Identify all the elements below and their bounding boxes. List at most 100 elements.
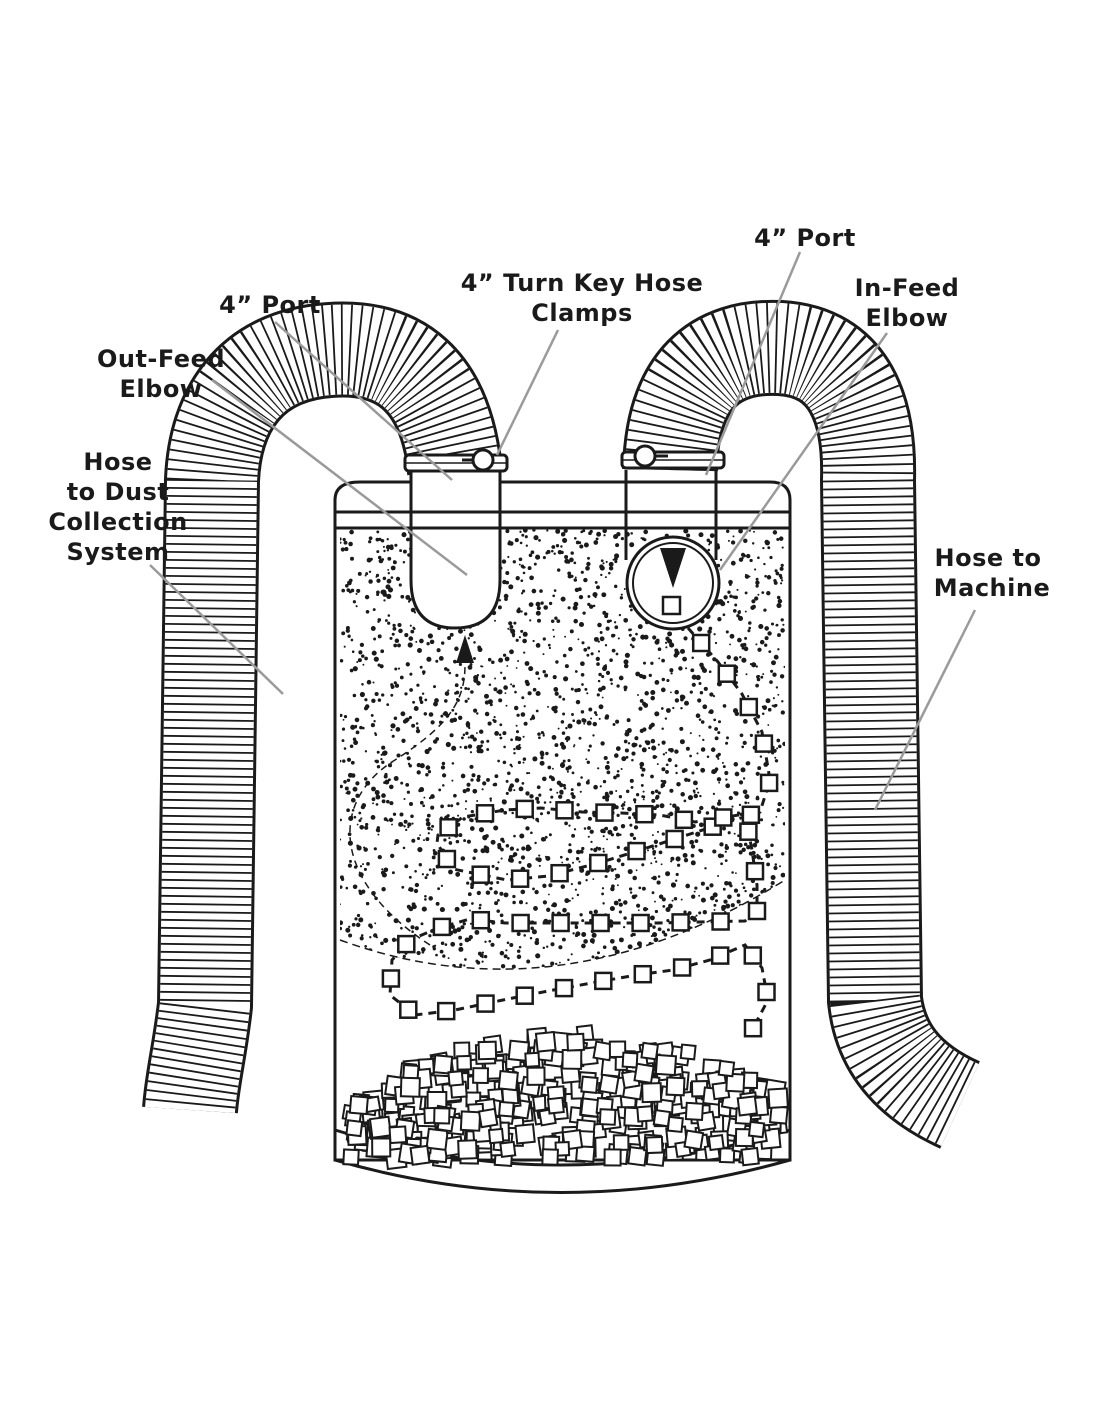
dust-particle	[422, 672, 425, 675]
dust-particle	[570, 687, 574, 691]
dust-particle	[719, 842, 724, 847]
dust-particle	[546, 529, 549, 532]
dust-particle	[490, 942, 495, 947]
dust-particle	[673, 897, 678, 901]
dust-particle	[365, 609, 370, 614]
dust-particle	[661, 677, 665, 682]
wood-chip	[665, 1076, 686, 1097]
dust-particle	[428, 796, 432, 800]
dust-particle	[455, 673, 459, 677]
dust-particle	[732, 708, 739, 714]
dust-particle	[779, 576, 783, 580]
dust-particle	[451, 745, 457, 751]
dust-particle	[714, 767, 719, 772]
dust-particle	[629, 542, 635, 548]
wood-chip	[432, 1054, 454, 1075]
dust-particle	[593, 711, 597, 715]
dust-particle	[371, 650, 377, 656]
dust-particle	[571, 833, 576, 838]
wood-chip	[740, 1146, 760, 1167]
dust-particle	[481, 951, 484, 954]
dust-particle	[390, 693, 394, 697]
dust-particle	[460, 773, 466, 779]
dust-particle	[463, 901, 468, 907]
dust-particle	[391, 823, 393, 826]
dust-particle	[371, 797, 376, 802]
dust-particle	[669, 644, 672, 647]
dust-particle	[762, 673, 765, 676]
dust-particle	[730, 540, 736, 545]
dust-particle	[536, 785, 541, 790]
dust-particle	[717, 617, 722, 622]
dust-particle	[568, 824, 571, 827]
dust-particle	[480, 848, 486, 854]
dust-particle	[741, 556, 744, 560]
dust-particle	[658, 657, 661, 660]
dust-particle	[657, 791, 661, 795]
dust-particle	[696, 752, 699, 755]
dust-particle	[641, 747, 647, 753]
dust-particle	[586, 692, 589, 695]
dust-particle	[601, 696, 604, 699]
wood-chip	[507, 1039, 530, 1062]
dust-particle	[497, 861, 500, 864]
dust-particle	[609, 938, 615, 944]
spiral-chip	[714, 808, 733, 827]
dust-particle	[640, 537, 643, 540]
dust-particle	[503, 685, 508, 690]
dust-particle	[755, 580, 760, 585]
dust-particle	[597, 640, 600, 643]
spiral-chip	[635, 804, 654, 824]
dust-particle	[672, 706, 675, 710]
dust-particle	[486, 777, 490, 782]
dust-particle	[567, 848, 573, 854]
dust-particle	[375, 573, 380, 578]
dust-particle	[639, 698, 644, 703]
dust-particle	[400, 594, 405, 599]
dust-particle	[391, 818, 394, 821]
dust-particle	[614, 949, 620, 955]
dust-particle	[722, 704, 727, 708]
dust-particle	[551, 734, 557, 740]
dust-particle	[609, 790, 614, 795]
dust-particle	[499, 736, 503, 740]
dust-particle	[648, 747, 651, 750]
dust-particle	[442, 784, 445, 787]
spiral-chip	[739, 822, 758, 841]
dust-particle	[364, 594, 370, 600]
dust-particle	[515, 638, 519, 642]
dust-particle	[664, 717, 668, 720]
dust-particle	[504, 656, 510, 662]
dust-particle	[523, 705, 526, 708]
dust-particle	[374, 732, 377, 735]
dust-particle	[759, 818, 764, 822]
dust-particle	[742, 719, 748, 724]
dust-particle	[665, 751, 668, 754]
dust-particle	[466, 782, 471, 787]
dust-particle	[728, 579, 733, 585]
dust-particle	[662, 780, 667, 785]
dust-particle	[382, 576, 387, 581]
dust-particle	[535, 610, 541, 616]
dust-particle	[668, 903, 673, 909]
dust-particle	[555, 544, 560, 548]
dust-particle	[386, 549, 390, 552]
dust-particle	[389, 545, 394, 551]
dust-particle	[542, 776, 547, 782]
dust-particle	[695, 787, 699, 790]
dust-particle	[652, 852, 656, 856]
dust-particle	[510, 765, 513, 768]
dust-particle	[462, 733, 466, 737]
dust-particle	[470, 778, 474, 782]
label-hose-dust-line2: to Dust	[67, 478, 170, 506]
dust-particle	[720, 862, 723, 866]
dust-particle	[537, 618, 541, 623]
dust-particle	[764, 708, 766, 710]
dust-particle	[724, 880, 729, 886]
dust-particle	[583, 827, 587, 830]
wood-chip	[383, 1097, 400, 1114]
dust-particle	[470, 690, 474, 694]
dust-particle	[674, 698, 680, 703]
dust-particle	[432, 850, 438, 856]
dust-particle	[514, 778, 520, 783]
